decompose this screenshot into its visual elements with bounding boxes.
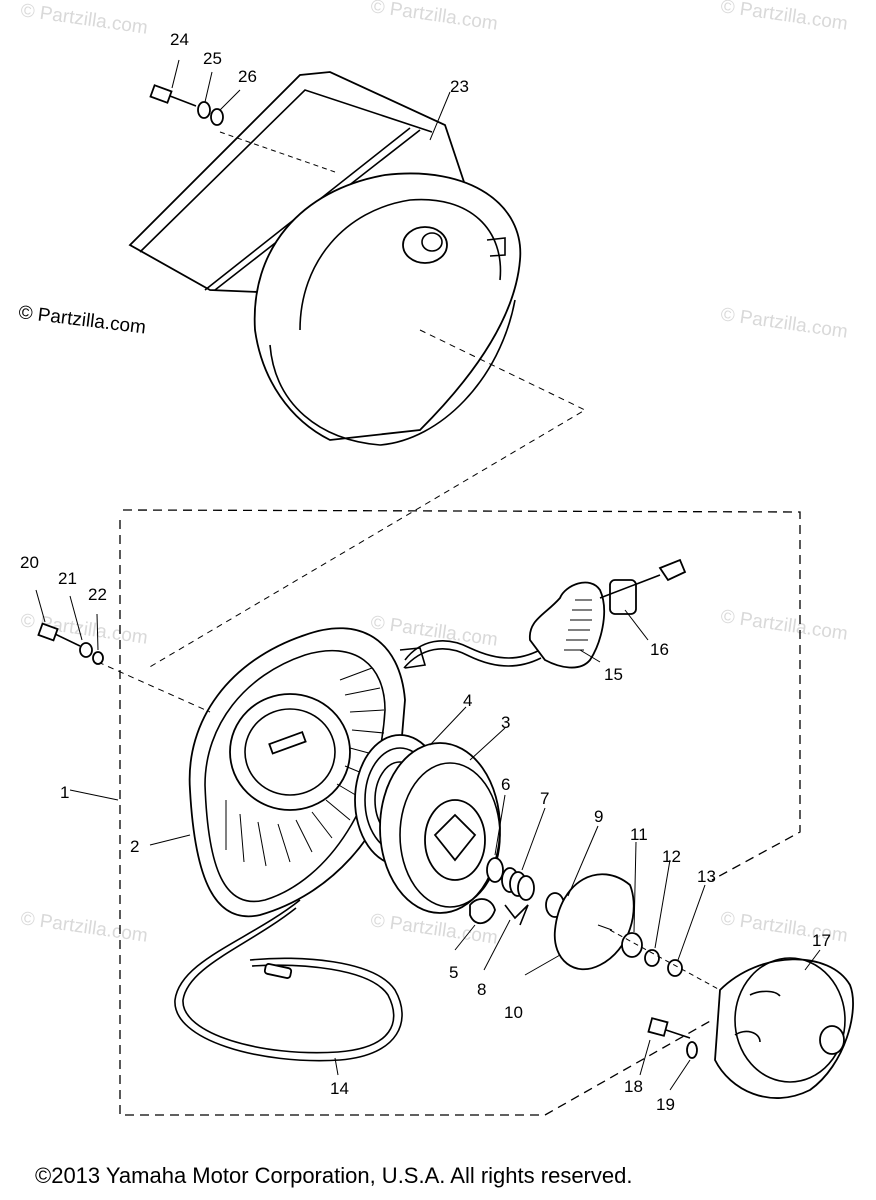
watermark: © Partzilla.com xyxy=(19,0,149,39)
callout-6: 6 xyxy=(501,775,510,794)
callout-16: 16 xyxy=(650,640,669,659)
watermark-strong: © Partzilla.com xyxy=(17,302,147,338)
callout-12: 12 xyxy=(662,847,681,866)
callout-22: 22 xyxy=(88,585,107,604)
watermark: © Partzilla.com xyxy=(719,606,849,645)
watermark: © Partzilla.com xyxy=(369,0,499,35)
callout-7: 7 xyxy=(540,789,549,808)
fan-shroud-part xyxy=(128,71,522,446)
copyright-line: ©2013 Yamaha Motor Corporation, U.S.A. A… xyxy=(35,1163,632,1188)
callout-4: 4 xyxy=(463,691,472,710)
callout-leaders xyxy=(69,91,821,1091)
nut-13-part xyxy=(667,959,683,977)
callout-14: 14 xyxy=(330,1079,349,1098)
callout-3: 3 xyxy=(501,713,510,732)
callout-19: 19 xyxy=(656,1095,675,1114)
washer-12-part xyxy=(644,949,660,967)
callout-1: 1 xyxy=(60,783,69,802)
callout-20: 20 xyxy=(20,553,39,572)
reel-part xyxy=(354,734,501,914)
callout-21: 21 xyxy=(58,569,77,588)
callout-13: 13 xyxy=(697,867,716,886)
bolt-18-group xyxy=(647,1017,698,1059)
bolt-24-group xyxy=(149,59,241,126)
friction-plate-part xyxy=(553,873,635,971)
callout-labels: 1 2 3 4 5 6 7 8 9 10 11 12 13 14 15 16 1… xyxy=(20,30,831,1114)
bolt-20-group xyxy=(35,589,104,665)
watermark: © Partzilla.com xyxy=(719,304,849,343)
handle-part xyxy=(529,581,605,669)
callout-11: 11 xyxy=(630,825,648,844)
pawl-spring-part xyxy=(504,904,529,926)
rope-guide-part xyxy=(599,558,687,615)
watermark: © Partzilla.com xyxy=(19,908,149,947)
starter-case-part xyxy=(188,627,427,918)
callout-23: 23 xyxy=(450,77,469,96)
callout-10: 10 xyxy=(504,1003,523,1022)
callout-18: 18 xyxy=(624,1077,643,1096)
callout-17: 17 xyxy=(812,931,831,950)
callout-24: 24 xyxy=(170,30,189,49)
callout-25: 25 xyxy=(203,49,222,68)
pawl-part xyxy=(469,898,496,924)
washer-6-part xyxy=(486,857,504,883)
watermark: © Partzilla.com xyxy=(719,0,849,35)
callout-2: 2 xyxy=(130,837,139,856)
callout-9: 9 xyxy=(594,807,603,826)
washer-11-part xyxy=(621,932,643,958)
drive-pulley-part xyxy=(714,957,854,1099)
callout-8: 8 xyxy=(477,980,486,999)
starter-rope-part xyxy=(174,899,403,1062)
watermark: © Partzilla.com xyxy=(369,612,499,651)
handle-rope xyxy=(404,640,541,661)
callout-26: 26 xyxy=(238,67,257,86)
callout-15: 15 xyxy=(604,665,623,684)
friction-spring-part xyxy=(501,867,535,901)
callout-5: 5 xyxy=(449,963,458,982)
assembly-leader xyxy=(147,329,587,669)
assembly-boundary xyxy=(119,509,801,1116)
